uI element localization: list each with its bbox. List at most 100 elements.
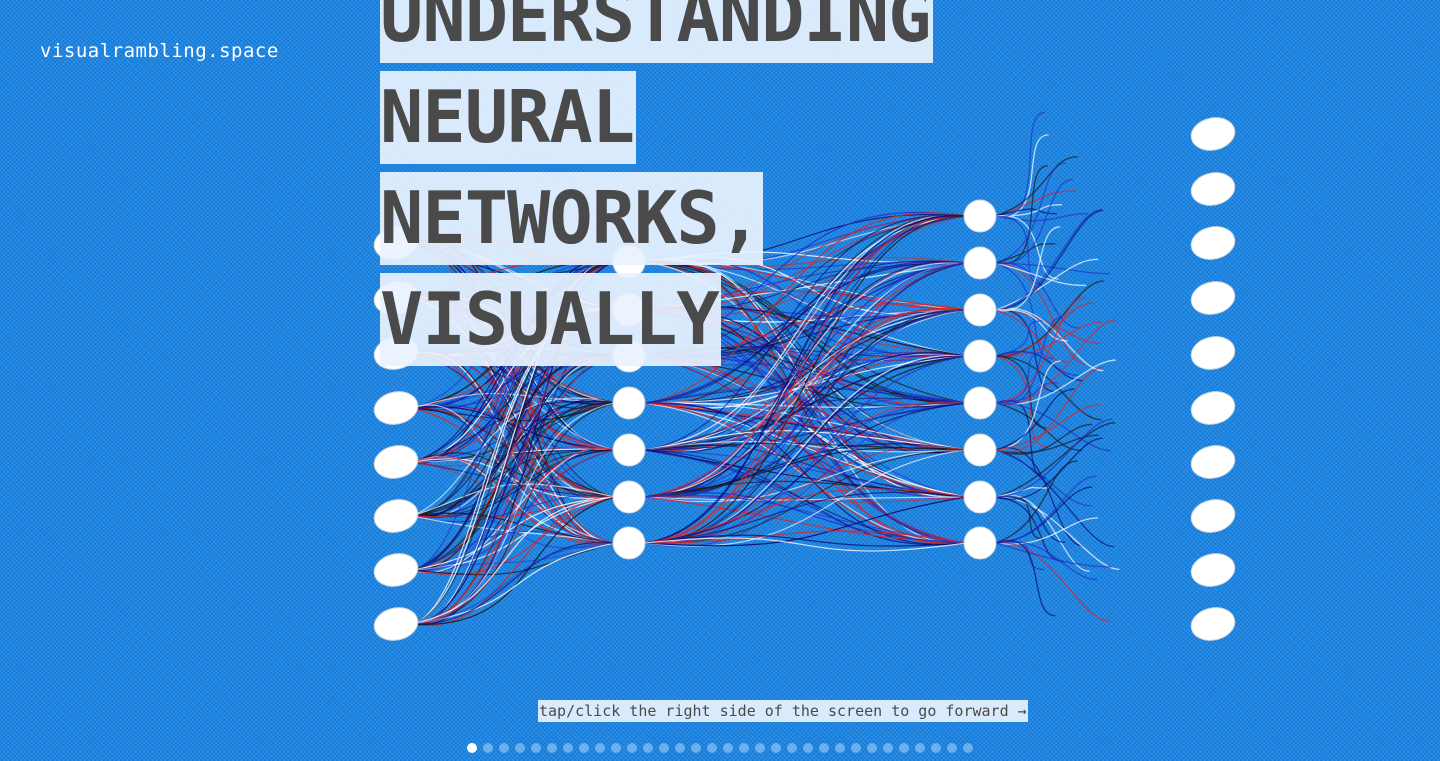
pagination-dot[interactable]	[675, 743, 685, 753]
network-edge	[411, 458, 616, 499]
site-logo-link[interactable]: visualrambling.space	[40, 40, 279, 62]
network-edge	[995, 486, 1048, 498]
pagination-dot[interactable]	[899, 743, 909, 753]
network-edge	[411, 400, 616, 571]
network-edge	[644, 449, 967, 544]
network-edge	[995, 209, 1104, 311]
pagination-dot[interactable]	[787, 743, 797, 753]
network-edge	[411, 400, 616, 463]
network-edge	[644, 496, 967, 547]
network-node	[1190, 391, 1236, 425]
network-node	[612, 386, 646, 420]
network-edge	[995, 321, 1103, 357]
pagination-dot[interactable]	[531, 743, 541, 753]
network-edge	[995, 320, 1043, 357]
network-edge	[995, 449, 1093, 507]
network-edge	[411, 446, 616, 467]
navigation-hint: tap/click the right side of the screen t…	[538, 700, 1028, 722]
network-edge	[644, 488, 967, 544]
network-edge	[644, 402, 967, 545]
pagination-dot[interactable]	[931, 743, 941, 753]
network-edge	[644, 430, 967, 451]
pagination-dot[interactable]	[867, 743, 877, 753]
pagination-dot[interactable]	[755, 743, 765, 753]
network-edge	[644, 309, 967, 404]
network-edge	[995, 208, 1057, 217]
network-edge	[644, 537, 967, 552]
slide-pagination	[467, 743, 973, 753]
pagination-dot[interactable]	[803, 743, 813, 753]
title-line-3: NETWORKS,	[380, 172, 764, 265]
network-edge	[411, 402, 616, 517]
pagination-dot[interactable]	[691, 743, 701, 753]
pagination-dot[interactable]	[515, 743, 525, 753]
pagination-dot[interactable]	[707, 743, 717, 753]
network-node	[1190, 445, 1236, 479]
network-edge	[644, 214, 967, 499]
network-edge	[995, 316, 1064, 406]
network-edge	[644, 212, 967, 404]
pagination-dot[interactable]	[771, 743, 781, 753]
network-edge	[411, 496, 616, 571]
network-edge	[995, 542, 1110, 622]
network-edge	[411, 447, 616, 626]
pagination-dot[interactable]	[467, 743, 477, 753]
network-node	[963, 526, 997, 560]
pagination-dot[interactable]	[547, 743, 557, 753]
network-edge	[411, 541, 616, 625]
pagination-dot[interactable]	[595, 743, 605, 753]
network-node	[1190, 226, 1236, 260]
network-edge	[644, 449, 967, 546]
pagination-dot[interactable]	[643, 743, 653, 753]
network-edge	[995, 309, 1101, 345]
page-title: UNDERSTANDING NEURAL NETWORKS, VISUALLY	[380, 0, 1000, 374]
network-node	[612, 433, 646, 467]
network-edge	[995, 366, 1103, 453]
network-node	[1190, 117, 1236, 151]
network-edge	[411, 496, 616, 576]
network-edge	[995, 162, 1067, 264]
pagination-dot[interactable]	[611, 743, 621, 753]
pagination-dot[interactable]	[947, 743, 957, 753]
network-edge	[644, 309, 967, 498]
network-edge	[644, 446, 967, 498]
network-node	[963, 199, 997, 233]
network-edge	[644, 401, 967, 544]
network-node	[1190, 499, 1236, 533]
pagination-dot[interactable]	[835, 743, 845, 753]
network-node	[1190, 553, 1236, 587]
network-edge	[644, 402, 967, 451]
pagination-dot[interactable]	[579, 743, 589, 753]
network-edge	[644, 215, 967, 544]
network-edge	[644, 446, 967, 544]
pagination-dot[interactable]	[851, 743, 861, 753]
pagination-dot[interactable]	[819, 743, 829, 753]
network-node	[963, 246, 997, 280]
network-edge	[995, 262, 1110, 275]
pagination-dot[interactable]	[483, 743, 493, 753]
network-edge	[411, 402, 616, 571]
network-edge	[644, 443, 967, 498]
title-line-4: VISUALLY	[380, 273, 721, 366]
network-edge	[644, 262, 967, 544]
network-edge	[995, 494, 1090, 572]
network-edge	[644, 491, 967, 544]
network-edge	[995, 460, 1078, 544]
pagination-dot[interactable]	[563, 743, 573, 753]
network-edge	[644, 402, 967, 451]
network-edge	[644, 530, 967, 544]
pagination-dot[interactable]	[963, 743, 973, 753]
network-edge	[995, 208, 1103, 311]
pagination-dot[interactable]	[627, 743, 637, 753]
pagination-dot[interactable]	[915, 743, 925, 753]
pagination-dot[interactable]	[723, 743, 733, 753]
network-edge	[411, 397, 616, 517]
pagination-dot[interactable]	[739, 743, 749, 753]
pagination-dot[interactable]	[883, 743, 893, 753]
pagination-dot[interactable]	[499, 743, 509, 753]
pagination-dot[interactable]	[659, 743, 669, 753]
network-edge	[995, 360, 1062, 451]
network-edge	[644, 214, 967, 451]
network-edge	[411, 496, 616, 625]
network-edge	[995, 351, 1079, 377]
